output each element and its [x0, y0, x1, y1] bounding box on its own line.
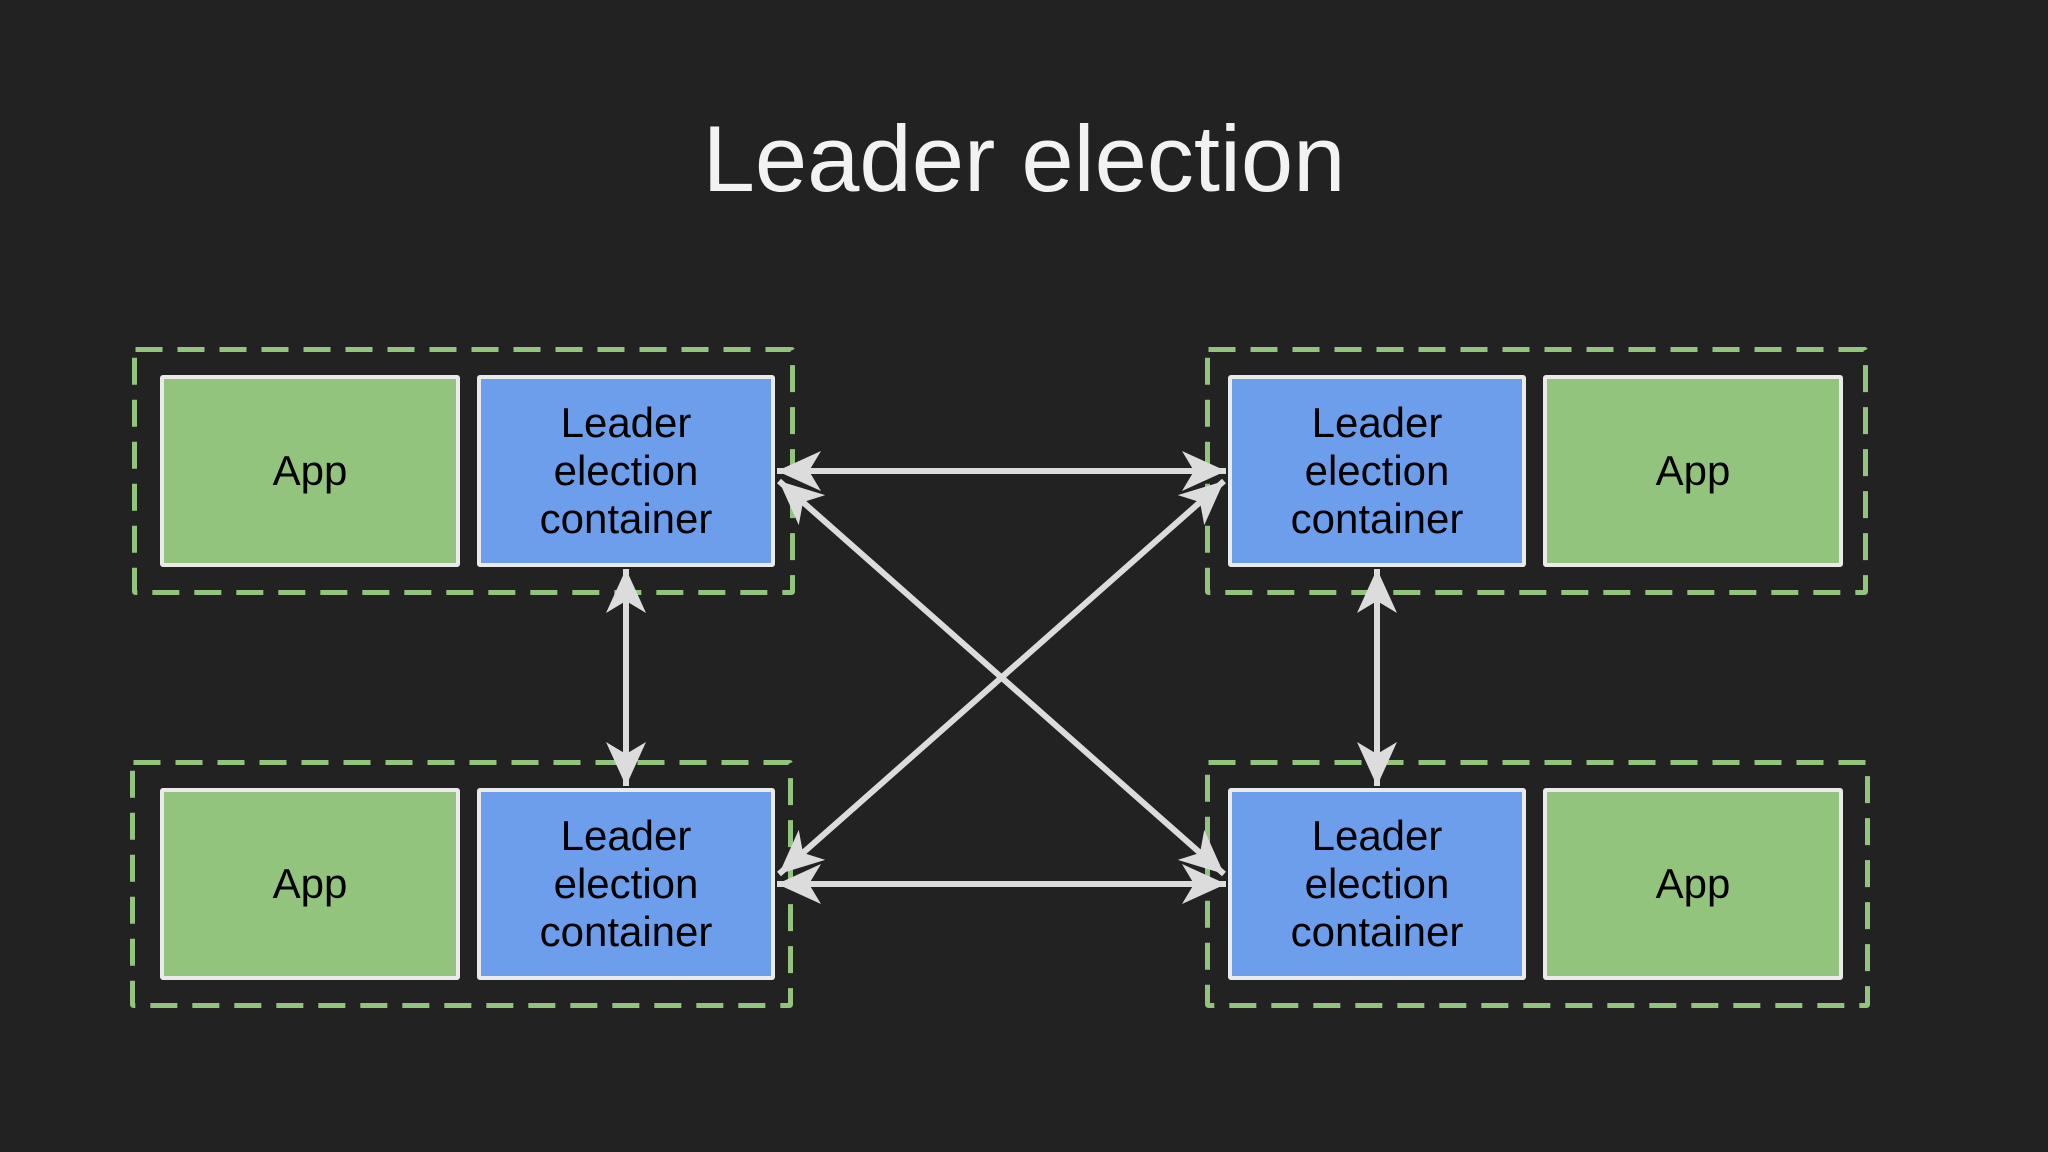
diagram-title: Leader election — [702, 106, 1346, 211]
app-label: App — [272, 447, 348, 495]
leader-election-container-label: Leader election container — [539, 399, 713, 542]
leader-election-container-label: Leader election container — [1290, 399, 1464, 542]
leader-election-container-label: Leader election container — [1290, 812, 1464, 955]
pod-top-left: App Leader election container — [132, 347, 795, 595]
leader-election-container-box: Leader election container — [477, 788, 775, 980]
app-label: App — [1655, 860, 1731, 908]
pod-bottom-right: Leader election container App — [1205, 760, 1870, 1008]
app-box: App — [160, 788, 460, 980]
app-label: App — [272, 860, 348, 908]
arrow-diagonal-bl-tr — [777, 478, 1226, 877]
pod-top-right: Leader election container App — [1205, 347, 1868, 595]
pod-bottom-left: App Leader election container — [130, 760, 793, 1008]
arrow-diagonal-tl-br — [777, 478, 1226, 877]
leader-election-container-box: Leader election container — [1228, 788, 1526, 980]
app-box: App — [1543, 375, 1843, 567]
app-box: App — [1543, 788, 1843, 980]
app-label: App — [1655, 447, 1731, 495]
leader-election-container-label: Leader election container — [539, 812, 713, 955]
leader-election-container-box: Leader election container — [1228, 375, 1526, 567]
leader-election-container-box: Leader election container — [477, 375, 775, 567]
app-box: App — [160, 375, 460, 567]
